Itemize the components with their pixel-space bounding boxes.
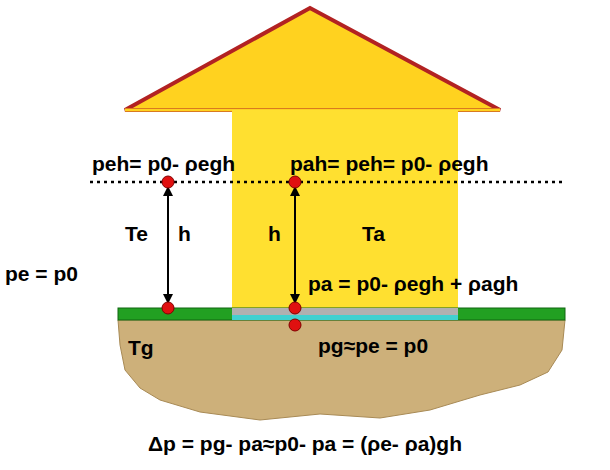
height-level-line	[90, 181, 565, 184]
slab-layer	[232, 315, 458, 320]
temperature-label: Te	[125, 222, 148, 245]
height-arrow	[167, 188, 169, 302]
pressure-point	[162, 176, 174, 188]
temperature-label: Ta	[362, 222, 385, 245]
height-label: h	[178, 222, 191, 245]
height-arrow	[294, 188, 296, 302]
temperature-label: Tg	[128, 336, 154, 359]
pressure-point	[162, 302, 174, 314]
floor-slab	[232, 308, 458, 315]
pressure-difference-formula: Δp = pg- pa≈p0- pa = (ρe- ρa)gh	[148, 432, 462, 455]
soil	[118, 320, 565, 420]
pressure-point	[289, 319, 301, 331]
pressure-point	[289, 302, 301, 314]
pressure-formula: peh= p0- ρegh	[92, 152, 235, 175]
pressure-formula: pah= peh= p0- ρegh	[290, 152, 489, 175]
pressure-formula: pg≈pe = p0	[318, 334, 428, 357]
pressure-point	[289, 176, 301, 188]
height-label: h	[268, 222, 281, 245]
ground-strip	[118, 308, 565, 320]
pressure-formula: pe = p0	[5, 262, 78, 285]
roof	[125, 8, 500, 110]
pressure-formula: pa = p0- ρegh + ρagh	[308, 272, 518, 295]
